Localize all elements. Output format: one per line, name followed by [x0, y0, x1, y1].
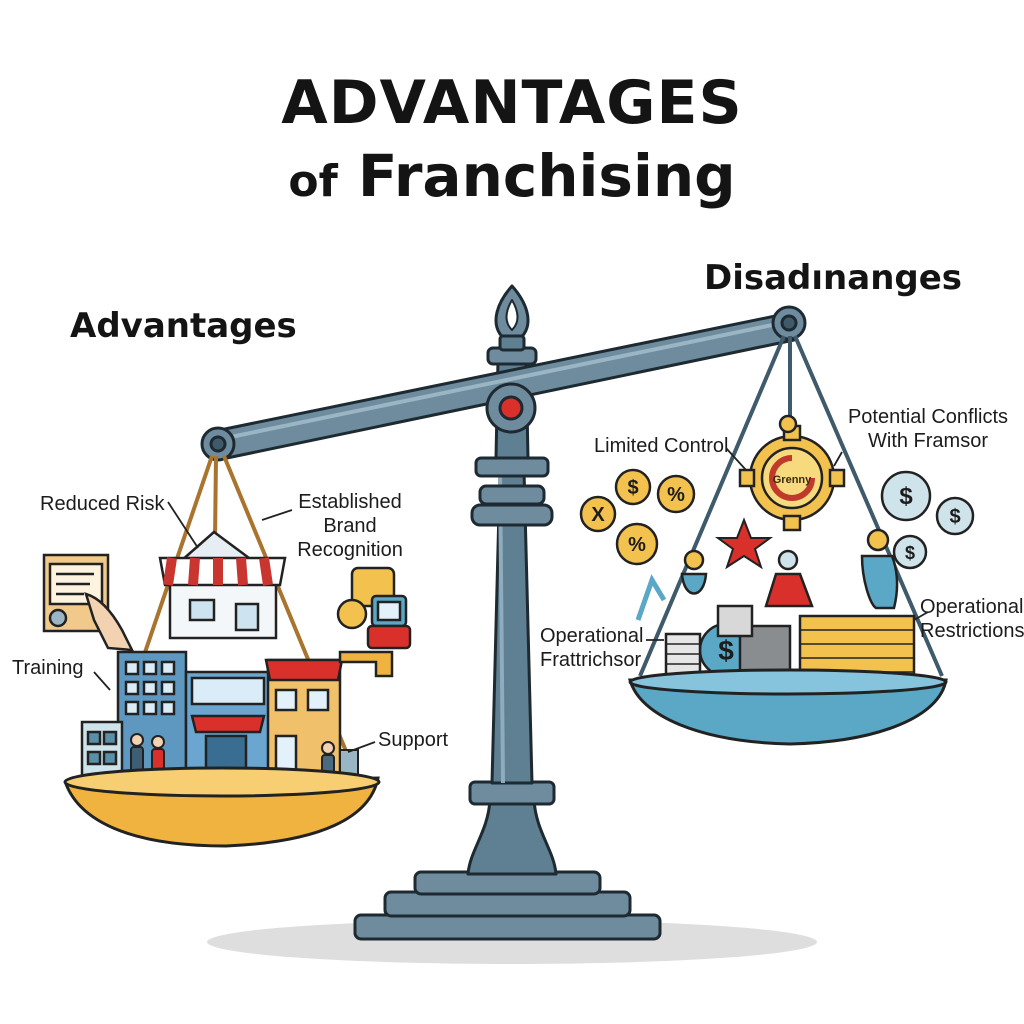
coin-symbol-2: %	[667, 484, 685, 506]
label-operational-restrictions: Operational Restrictions	[920, 595, 1024, 643]
coin-dollar-2	[880, 470, 932, 522]
coin-symbol-1: $	[627, 477, 638, 499]
right-pan-bowl	[628, 668, 948, 746]
label-operational-left-line1: Operational	[540, 625, 644, 647]
person-icons	[680, 528, 899, 610]
coin-dollar-3	[935, 496, 975, 536]
label-brand-line2: Brand	[323, 515, 377, 537]
coin-symbol-4: $	[899, 483, 913, 510]
label-limited-control: Limited Control	[594, 435, 729, 457]
left-pan	[42, 455, 412, 848]
label-conflicts-line1: Potential Conflicts	[847, 406, 1009, 428]
brand-icons	[336, 566, 412, 678]
title-line-1: ADVANTAGES	[281, 68, 743, 138]
coin-symbol-7: $	[718, 635, 734, 666]
store-icon	[158, 530, 287, 640]
coin-percent-2	[615, 522, 659, 566]
gear-text: Grenny	[773, 474, 812, 486]
coin-dollar-4	[892, 534, 928, 570]
disadvantages-heading: Disadınanges	[704, 258, 963, 298]
label-reduced-risk: Reduced Risk	[40, 493, 165, 515]
label-brand-line3: Recognition	[297, 539, 403, 561]
buildings-cluster	[80, 650, 344, 786]
label-operational-left: Operational Frattrichsor	[540, 624, 643, 672]
coin-symbol-3: %	[628, 534, 646, 556]
right-pan: Grenny X $ % % $ $ $ $	[579, 335, 975, 746]
coin-percent-1	[656, 474, 696, 514]
scale-beam	[200, 305, 807, 462]
label-conflicts-line2: With Framsor	[868, 430, 988, 452]
advantages-heading: Advantages	[70, 306, 297, 346]
left-pan-bowl	[63, 766, 381, 848]
coin-symbol-5: $	[949, 506, 960, 528]
title-prefix: of	[288, 156, 338, 207]
label-support: Support	[378, 729, 449, 751]
gear-icon	[738, 414, 846, 532]
scale-stand	[353, 284, 662, 941]
label-operational-left-line2: Frattrichsor	[540, 649, 642, 671]
title-line-2: of Franchising	[0, 142, 1024, 210]
coin-x-symbol: X	[591, 504, 605, 526]
coin-dollar-1	[614, 468, 652, 506]
label-arrows	[93, 447, 929, 753]
coin-symbol-6: $	[905, 543, 915, 563]
document-icon	[42, 553, 135, 652]
label-brand-line1: Established	[298, 491, 402, 513]
label-brand-recognition: Established Brand Recognition	[290, 490, 410, 562]
label-training: Training	[12, 657, 84, 679]
label-operational-right-line2: Restrictions	[920, 620, 1024, 642]
label-potential-conflicts: Potential Conflicts With Framsor	[838, 405, 1018, 453]
label-operational-right-line1: Operational	[920, 596, 1024, 618]
title-main-word: Franchising	[357, 142, 736, 210]
star-icon	[714, 517, 774, 570]
pivot-red-knob	[498, 395, 524, 421]
coin-x	[579, 495, 617, 533]
